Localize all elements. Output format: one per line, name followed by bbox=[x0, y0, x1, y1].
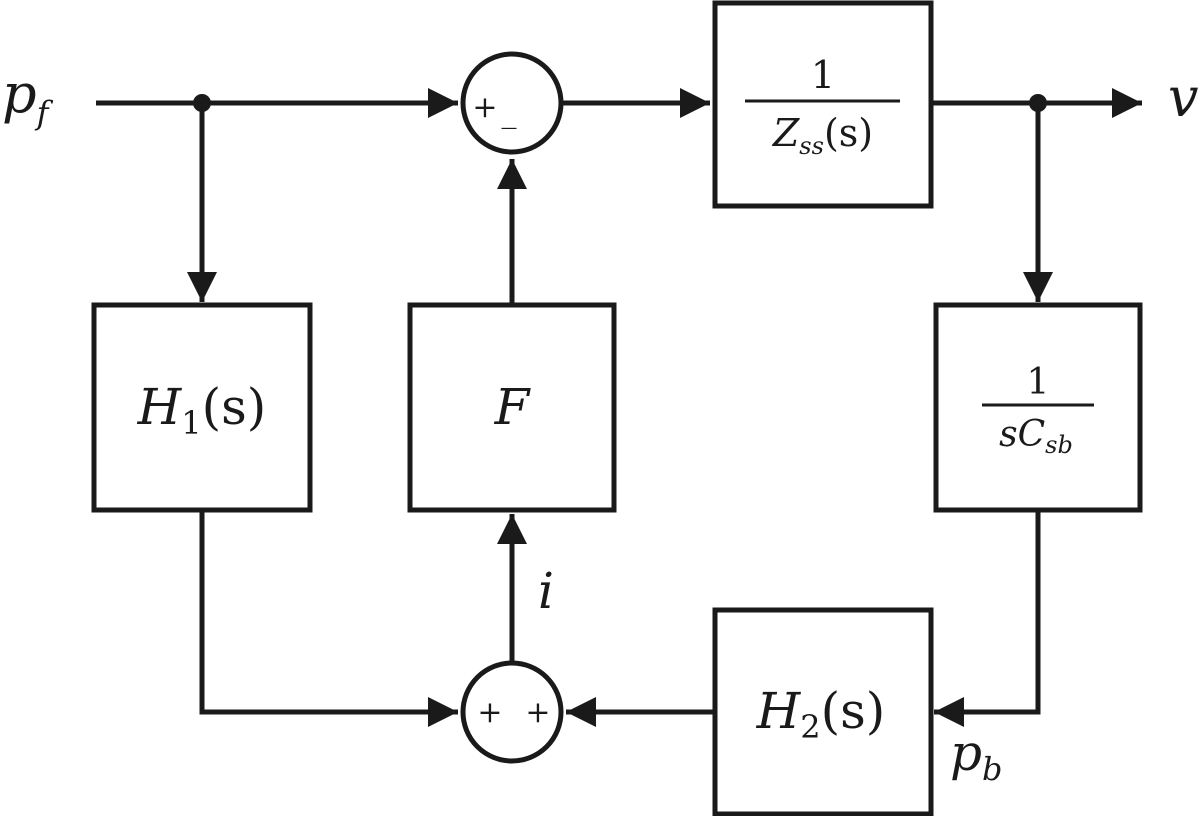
top-sum-plus: + bbox=[472, 90, 497, 125]
impedance-block: 1 Zss(s) bbox=[712, 0, 934, 209]
compliance-denominator: sCsb bbox=[999, 414, 1073, 459]
input-signal-label: pf bbox=[2, 62, 54, 132]
h1-label: H1(s) bbox=[137, 378, 267, 442]
back-pressure-signal-label: pb bbox=[950, 724, 1003, 788]
current-signal-label: i bbox=[538, 562, 554, 620]
top-sum-minus: _ bbox=[502, 95, 517, 130]
impedance-denominator: Zss(s) bbox=[772, 111, 873, 160]
f-block: F bbox=[407, 302, 617, 513]
h2-label: H2(s) bbox=[756, 682, 886, 746]
bottom-summing-junction: + + bbox=[460, 660, 564, 764]
h1-to-adder-line bbox=[199, 510, 458, 727]
compliance-to-h2-line bbox=[934, 510, 1041, 727]
bottom-sum-right-plus: + bbox=[525, 695, 550, 730]
compliance-block: 1 sCsb bbox=[933, 302, 1143, 513]
impedance-numerator: 1 bbox=[811, 53, 835, 97]
top-summing-junction: + _ bbox=[460, 51, 564, 155]
h2-block: H2(s) bbox=[712, 607, 934, 816]
f-label: F bbox=[494, 378, 532, 436]
compliance-numerator: 1 bbox=[1027, 362, 1050, 403]
h1-block: H1(s) bbox=[91, 302, 313, 513]
output-signal-label: v bbox=[1168, 66, 1199, 129]
output-branch-point bbox=[1029, 94, 1047, 112]
input-branch-point bbox=[193, 94, 211, 112]
bottom-sum-left-plus: + bbox=[477, 695, 502, 730]
